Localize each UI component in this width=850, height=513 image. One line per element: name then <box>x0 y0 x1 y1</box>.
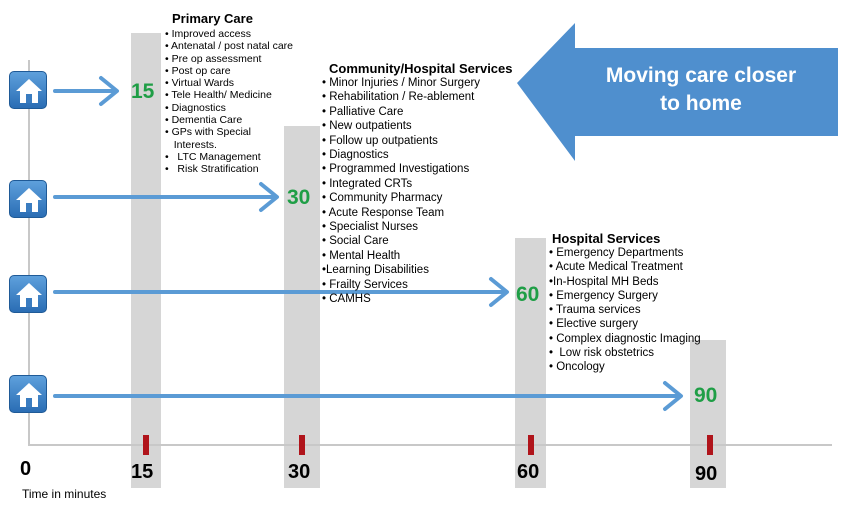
list-item: • Post op care <box>165 64 231 77</box>
bar-value-15: 15 <box>131 80 155 103</box>
list-item: • Frailty Services <box>322 278 408 291</box>
list-item: •Learning Disabilities <box>322 264 429 277</box>
list-item: • Community Pharmacy <box>322 192 443 205</box>
list-item: • Mental Health <box>322 249 401 262</box>
list-item: • Tele Health/ Medicine <box>165 89 272 102</box>
list-item: • Specialist Nurses <box>322 221 419 234</box>
list-item: • Elective surgery <box>549 318 639 331</box>
list-item: • Emergency Departments <box>549 247 684 259</box>
list-item: • CAMHS <box>322 293 371 306</box>
banner-text: Moving care closer to home <box>580 62 822 118</box>
primary-care-title: Primary Care <box>172 11 253 26</box>
list-item: • Dementia Care <box>165 114 243 127</box>
list-item: • Risk Stratification <box>165 163 259 176</box>
community-hospital-list: • Minor Injuries / Minor Surgery • Rehab… <box>322 76 480 307</box>
arrow-to-90 <box>53 381 683 411</box>
community-hospital-title: Community/Hospital Services <box>329 61 513 76</box>
home-icon <box>9 275 47 313</box>
list-item: • Diagnostics <box>322 149 389 162</box>
list-item: • Pre op assessment <box>165 52 262 65</box>
banner-arrow <box>517 23 838 161</box>
bar-15 <box>131 33 161 488</box>
bar-value-30: 30 <box>287 186 311 209</box>
list-item: • Trauma services <box>549 304 641 317</box>
bar-value-90: 90 <box>694 384 718 407</box>
axis-label: Time in minutes <box>22 487 107 501</box>
tick-label-90: 90 <box>695 463 718 485</box>
hospital-services-list: • Emergency Departments • Acute Medical … <box>549 246 701 375</box>
primary-care-list: • Improved access • Antenatal / post nat… <box>165 28 293 176</box>
arrow-to-30 <box>53 182 279 212</box>
list-item: • Rehabilitation / Re-ablement <box>322 91 475 104</box>
tick-label-15: 15 <box>131 461 154 483</box>
list-item: • Low risk obstetrics <box>549 347 654 360</box>
list-item: • Palliative Care <box>322 105 404 118</box>
home-icon <box>9 71 47 109</box>
list-item: • Diagnostics <box>165 101 226 114</box>
list-item: Interests. <box>165 138 217 151</box>
hospital-services-title: Hospital Services <box>552 231 661 246</box>
tick-60 <box>528 435 534 455</box>
tick-15 <box>143 435 149 455</box>
tick-label-0: 0 <box>20 458 32 480</box>
arrow-to-15 <box>53 76 119 106</box>
time-axis <box>28 444 832 446</box>
list-item: • Improved access <box>165 28 251 40</box>
list-item: • Virtual Wards <box>165 77 235 90</box>
home-column-line <box>28 60 30 444</box>
banner-line-2: to home <box>660 92 742 115</box>
tick-label-60: 60 <box>517 461 540 483</box>
bar-90 <box>690 340 726 488</box>
tick-90 <box>707 435 713 455</box>
tick-30 <box>299 435 305 455</box>
list-item: • Social Care <box>322 235 389 248</box>
list-item: • Minor Injuries / Minor Surgery <box>322 77 481 89</box>
bar-value-60: 60 <box>516 283 540 306</box>
list-item: • Programmed Investigations <box>322 163 470 176</box>
list-item: •In-Hospital MH Beds <box>549 275 659 288</box>
arrow-to-60 <box>53 277 509 307</box>
home-icon <box>9 180 47 218</box>
banner-line-1: Moving care closer <box>605 64 797 87</box>
list-item: • Emergency Surgery <box>549 289 658 302</box>
list-item: • Follow up outpatients <box>322 134 438 147</box>
list-item: • Acute Medical Treatment <box>549 261 683 274</box>
list-item: • Oncology <box>549 361 605 374</box>
tick-label-30: 30 <box>288 461 311 483</box>
bar-30 <box>284 126 320 488</box>
list-item: • Complex diagnostic Imaging <box>549 332 701 345</box>
list-item: • Acute Response Team <box>322 206 445 219</box>
list-item: • Antenatal / post natal care <box>165 40 294 53</box>
list-item: • Integrated CRTs <box>322 177 413 190</box>
list-item: • LTC Management <box>165 150 261 163</box>
list-item: • GPs with Special <box>165 126 251 139</box>
home-icon <box>9 375 47 413</box>
list-item: • New outpatients <box>322 120 412 133</box>
